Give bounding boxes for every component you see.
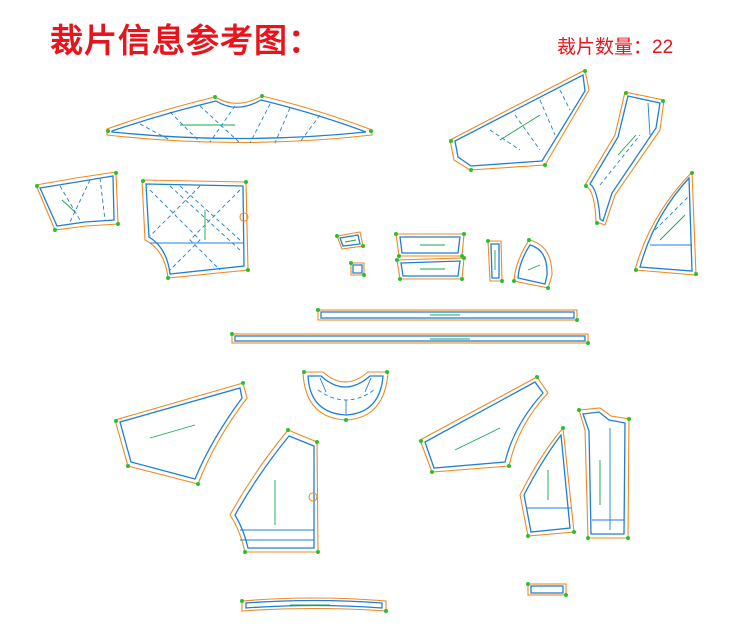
pattern-piece: [526, 582, 568, 597]
pattern-piece: [240, 597, 388, 613]
pattern-piece: [634, 170, 698, 276]
pattern-piece: [106, 94, 373, 144]
pattern-piece: [316, 308, 579, 322]
piece-count-label: 裁片数量：: [557, 36, 653, 58]
pattern-piece: [449, 69, 590, 172]
pattern-piece: [395, 256, 466, 281]
pattern-piece: [141, 179, 250, 280]
pattern-piece: [394, 232, 466, 258]
piece-count: 裁片数量：22: [557, 32, 673, 59]
pattern-piece: [512, 238, 553, 290]
pattern-piece: [577, 407, 631, 540]
pattern-piece: [302, 370, 389, 422]
piece-count-value: 22: [652, 37, 674, 58]
pattern-piece: [35, 171, 120, 232]
pattern-piece: [349, 261, 366, 277]
pattern-piece: [114, 381, 248, 486]
pattern-piece: [335, 231, 365, 250]
pattern-piece: [230, 332, 590, 345]
page-title: 裁片信息参考图：: [50, 21, 322, 60]
pattern-piece: [419, 375, 549, 474]
pattern-piece: [229, 428, 320, 554]
pattern-piece: [486, 239, 504, 283]
pattern-piece: [584, 91, 665, 226]
pattern-piece: [519, 426, 576, 538]
